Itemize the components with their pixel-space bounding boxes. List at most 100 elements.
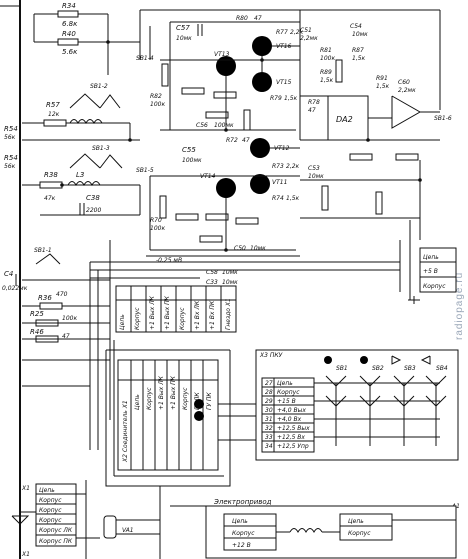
opamp-stage: C51 2,2мк C54 10мк R81 100к R87 1,5к R89… xyxy=(300,23,452,240)
switch-panel-x3: Х3 ПКУ SB1 SB2 SB3 SB4 27 28 29 30 31 32… xyxy=(255,349,459,461)
x2-pin-5: Корпус xyxy=(182,387,189,410)
supply-label: -0,25 мВ xyxy=(156,257,182,264)
c55-label: C55 xyxy=(182,146,196,154)
c55-value: 100мк xyxy=(182,157,202,164)
drive-box1-pin-1: Цепь xyxy=(232,518,248,525)
amplifier-stage-upper: C57 10мк R80 47 VT13 VT16 VT15 R77 2,2к … xyxy=(136,15,304,132)
bl-x1b-label: X1 xyxy=(21,551,30,558)
x3-num-4: 30 xyxy=(265,407,273,414)
top-left-resistors: R34 6.8к R40 5.6к xyxy=(0,0,140,559)
x3-pin-4: +4,0 Вых xyxy=(277,407,306,414)
x2-pin-2: Корпус xyxy=(146,387,153,410)
x1-pin-5: Корпус xyxy=(179,307,186,330)
r91-label: R91 xyxy=(376,75,388,82)
c56-value: 100мк xyxy=(214,122,234,129)
c54-label: C54 xyxy=(350,23,362,30)
drive-title: Электропривод xyxy=(213,498,272,506)
x3-pin-5: +4,0 Вх xyxy=(277,416,302,423)
electric-drive: VA1 Электропривод A1 Цепь Корпус +12 В Ц… xyxy=(103,486,460,559)
x3-num-1: 27 xyxy=(265,380,273,387)
r73-label: R73 xyxy=(272,163,284,170)
r70-value: 100к xyxy=(150,225,165,232)
x1-pin-3: +1 Вых ЛК xyxy=(149,295,156,330)
r87-value: 1,5к xyxy=(352,55,366,62)
rc-pin-1: Цепь xyxy=(423,254,439,261)
r79-label: R79 xyxy=(270,95,282,102)
sb2-panel: SB2 xyxy=(372,365,384,372)
r40-label: R40 xyxy=(62,30,76,38)
vt15-label: VT15 xyxy=(276,79,292,86)
r34-value: 6.8к xyxy=(62,20,78,28)
r38-value: 47к xyxy=(44,195,56,202)
vt11-label: VT11 xyxy=(272,179,287,186)
c57-value: 10мк xyxy=(176,35,192,42)
x3-num-7: 33 xyxy=(265,434,273,441)
socket-x1: Цепь Корпус +1 Вых ЛК +1 Вых ПК Корпус +… xyxy=(115,285,237,333)
bl-pin-2: Корпус xyxy=(39,497,62,504)
r25-label: R25 xyxy=(30,310,44,318)
r54b-label: R54 xyxy=(4,154,18,162)
left-filter-network: SB1-2 R57 12к R54 56к SB1-3 R54 56к R38 … xyxy=(4,83,141,216)
sb1-panel: SB1 xyxy=(336,365,348,372)
drive-box1-pin-3: +12 В xyxy=(232,542,251,549)
bl-pin-3: Корпус xyxy=(39,507,62,514)
r91-value: 1,5к xyxy=(376,83,390,90)
amplifier-stage-lower: C55 100мк VT14 VT12 VT11 R74 1,5к R73 2,… xyxy=(136,137,300,264)
x2-pin-4: +1 Вых ПК xyxy=(170,375,177,410)
r77-label: R77 xyxy=(276,29,288,36)
x3-pin-1: Цепь xyxy=(277,380,293,387)
connector-x2: Х2 Соединитель Х1 Цепь Корпус +1 Вых ЛК … xyxy=(117,359,256,471)
drive-box2-pin-2: Корпус xyxy=(348,530,371,537)
c60-value: 2,2мк xyxy=(398,87,416,94)
r81-label: R81 xyxy=(320,47,332,54)
r89-label: R89 xyxy=(320,69,332,76)
r78-value: 47 xyxy=(308,107,316,114)
c56-label: C56 xyxy=(196,122,208,129)
c50-label: C50 xyxy=(234,245,246,252)
r82-label: R82 xyxy=(150,93,162,100)
r34-label: R34 xyxy=(62,2,76,10)
x1-pin-1: Цепь xyxy=(119,314,126,330)
c51-label: C51 xyxy=(300,27,312,34)
x1-pin-4: +1 Вых ПК xyxy=(164,295,171,330)
c4-value: 0,022мк xyxy=(2,285,28,292)
r80-label: R80 xyxy=(236,15,248,22)
c53-label: C53 xyxy=(308,165,320,172)
r46-label: R46 xyxy=(30,328,44,336)
va1-label: VA1 xyxy=(122,527,134,534)
r25-value: 100к xyxy=(62,315,77,322)
bl-pin-6: Корпус ПК xyxy=(39,538,73,545)
r72-label: R72 xyxy=(226,137,238,144)
c60-label: C60 xyxy=(398,79,410,86)
x3-num-3: 29 xyxy=(265,398,273,405)
r89-value: 1,5к xyxy=(320,77,334,84)
sb1-5-label: SB1-5 xyxy=(136,167,154,174)
r36-label: R36 xyxy=(38,294,52,302)
da2-label: DA2 xyxy=(336,115,353,124)
sb1-4-label: SB1-4 xyxy=(136,55,154,62)
r54-label: R54 xyxy=(4,125,18,133)
r72-value: 47 xyxy=(242,137,250,144)
sb1-3-label: SB1-3 xyxy=(92,145,110,152)
bl-pin-1: Цепь xyxy=(39,487,55,494)
bottom-left-connector: X1 Цепь Корпус Корпус Корпус Корпус ЛК К… xyxy=(11,480,100,559)
c50-value: 10мк xyxy=(250,245,266,252)
top-bus xyxy=(139,9,441,140)
r54b-value: 56к xyxy=(4,163,16,170)
drive-box1-pin-2: Корпус xyxy=(232,530,255,537)
c53-value: 10мк xyxy=(308,173,324,180)
r77-value: 2,2к xyxy=(290,29,304,36)
r82-value: 100к xyxy=(150,101,165,108)
x2-title: Х2 Соединитель Х1 xyxy=(122,400,129,463)
sb1-2-label: SB1-2 xyxy=(90,83,108,90)
x2-pin-7: ГУ ПК xyxy=(206,392,213,410)
r79-value: 1,5к xyxy=(284,95,298,102)
sb3-panel: SB3 xyxy=(404,365,416,372)
c51-value: 2,2мк xyxy=(300,35,318,42)
sb1-6-label: SB1-6 xyxy=(434,115,452,122)
c57-label: C57 xyxy=(176,24,190,32)
c54-value: 10мк xyxy=(352,31,368,38)
bl-pin-5: Корпус ЛК xyxy=(39,527,73,534)
r57-value: 12к xyxy=(48,111,60,118)
